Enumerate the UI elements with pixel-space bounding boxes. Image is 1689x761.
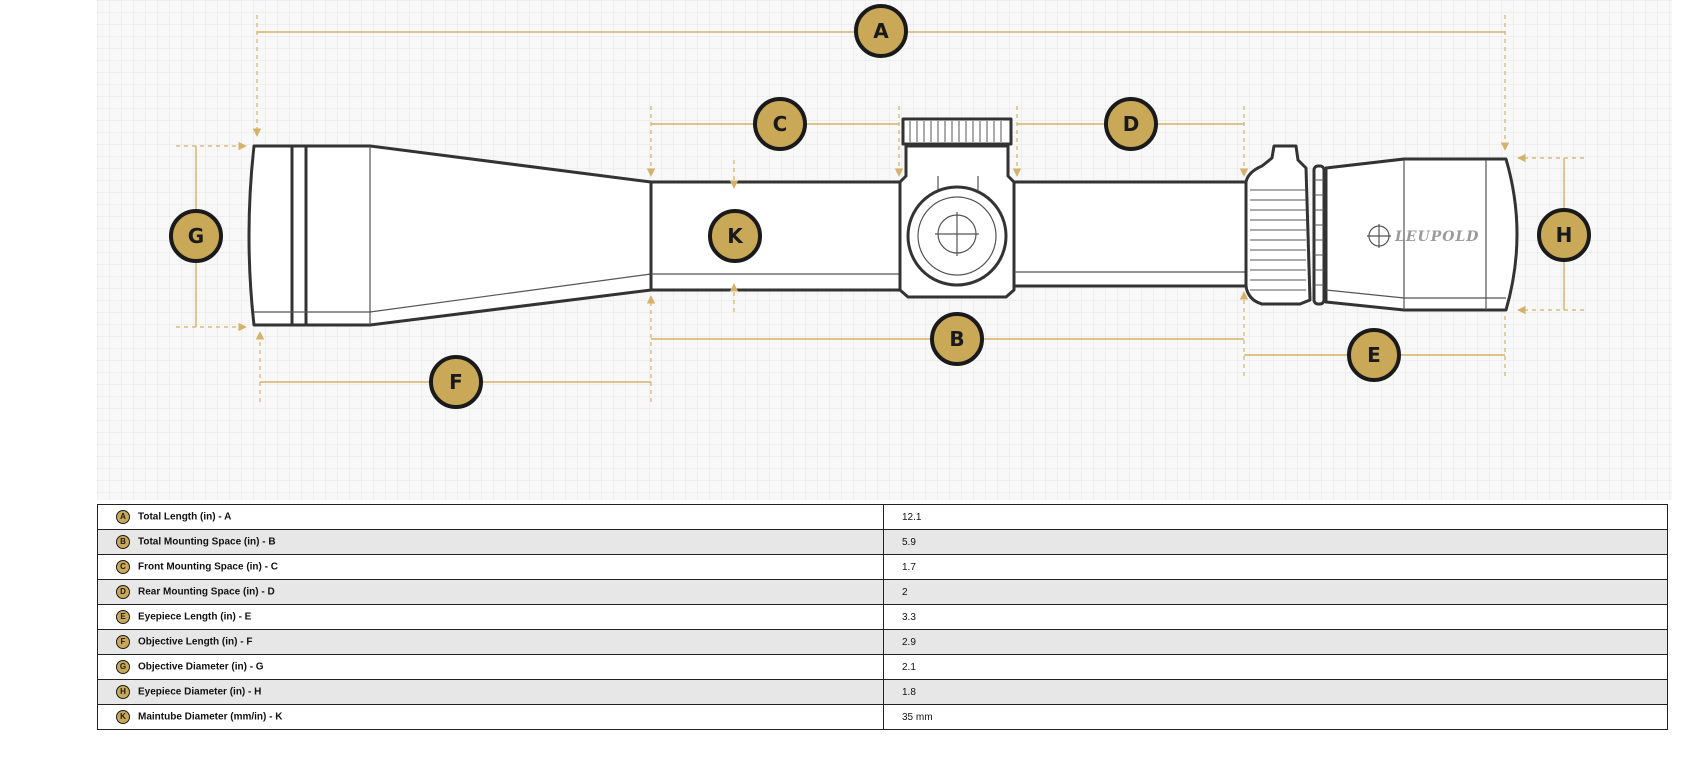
callout-g-label: G [188,224,204,248]
callout-k: K [708,209,762,263]
row-badge: A [116,510,130,524]
callout-d: D [1104,97,1158,151]
callout-b-label: B [949,327,964,351]
spec-row: H Eyepiece Diameter (in) - H 1.8 [97,679,1668,705]
objective-bell [247,144,653,327]
brand-logo-text: LEUPOLD [1394,229,1479,245]
spec-label-cell: G Objective Diameter (in) - G [97,654,884,680]
elevation-knob [901,117,1013,146]
spec-label-cell: E Eyepiece Length (in) - E [97,604,884,630]
row-badge: H [116,685,130,699]
spec-value: 5.9 [883,529,1668,555]
spec-value: 2.1 [883,654,1668,680]
row-badge: C [116,560,130,574]
spec-label-cell: D Rear Mounting Space (in) - D [97,579,884,605]
spec-row: F Objective Length (in) - F 2.9 [97,629,1668,655]
callout-b: B [930,312,984,366]
spec-label-cell: C Front Mounting Space (in) - C [97,554,884,580]
row-badge: G [116,660,130,674]
callout-f-label: F [449,370,463,394]
spec-value: 2 [883,579,1668,605]
spec-label: Total Mounting Space (in) - B [138,536,276,548]
spec-row: A Total Length (in) - A 12.1 [97,504,1668,530]
row-badge: K [116,710,130,724]
spec-label: Objective Length (in) - F [138,636,253,648]
callout-f: F [429,355,483,409]
spec-label: Eyepiece Diameter (in) - H [138,686,262,698]
power-ring [1244,144,1312,306]
callout-c: C [753,97,807,151]
spec-row: E Eyepiece Length (in) - E 3.3 [97,604,1668,630]
spec-value: 35 mm [883,704,1668,730]
callout-h: H [1537,208,1591,262]
row-badge: D [116,585,130,599]
eyepiece [1324,157,1519,312]
callout-a: A [854,4,908,58]
callout-c-label: C [773,112,788,136]
spec-label-cell: H Eyepiece Diameter (in) - H [97,679,884,705]
focus-ring [1312,164,1326,306]
spec-label-cell: F Objective Length (in) - F [97,629,884,655]
callout-h-label: H [1556,223,1573,247]
row-badge: B [116,535,130,549]
row-badge: E [116,610,130,624]
spec-row: K Maintube Diameter (mm/in) - K 35 mm [97,704,1668,730]
row-badge: F [116,635,130,649]
callout-e: E [1347,328,1401,382]
spec-label: Total Length (in) - A [138,511,232,523]
power-ring-ridges [1250,189,1306,291]
scope-diagram: LEUPOLD [169,4,1591,409]
knob-knurling [909,121,1002,142]
spec-value: 1.8 [883,679,1668,705]
spec-label-cell: A Total Length (in) - A [97,504,884,530]
spec-row: D Rear Mounting Space (in) - D 2 [97,579,1668,605]
spec-value: 2.9 [883,629,1668,655]
spec-label: Front Mounting Space (in) - C [138,561,278,573]
spec-label: Eyepiece Length (in) - E [138,611,252,623]
callout-g: G [169,209,223,263]
spec-label: Objective Diameter (in) - G [138,661,264,673]
callout-d-label: D [1123,112,1140,136]
callout-k-label: K [727,224,744,248]
spec-row: B Total Mounting Space (in) - B 5.9 [97,529,1668,555]
spec-table: A Total Length (in) - A 12.1 B Total Mount… [97,504,1668,730]
spec-row: G Objective Diameter (in) - G 2.1 [97,654,1668,680]
spec-row: C Front Mounting Space (in) - C 1.7 [97,554,1668,580]
callout-a-label: A [873,19,889,43]
scope-body: LEUPOLD [247,117,1519,327]
maintube-rear [1012,180,1248,288]
spec-label: Maintube Diameter (mm/in) - K [138,711,283,723]
leupold-logo: LEUPOLD [1367,224,1479,248]
spec-value: 12.1 [883,504,1668,530]
spec-label: Rear Mounting Space (in) - D [138,586,275,598]
spec-value: 1.7 [883,554,1668,580]
callout-e-label: E [1367,343,1381,367]
spec-value: 3.3 [883,604,1668,630]
spec-label-cell: K Maintube Diameter (mm/in) - K [97,704,884,730]
spec-label-cell: B Total Mounting Space (in) - B [97,529,884,555]
